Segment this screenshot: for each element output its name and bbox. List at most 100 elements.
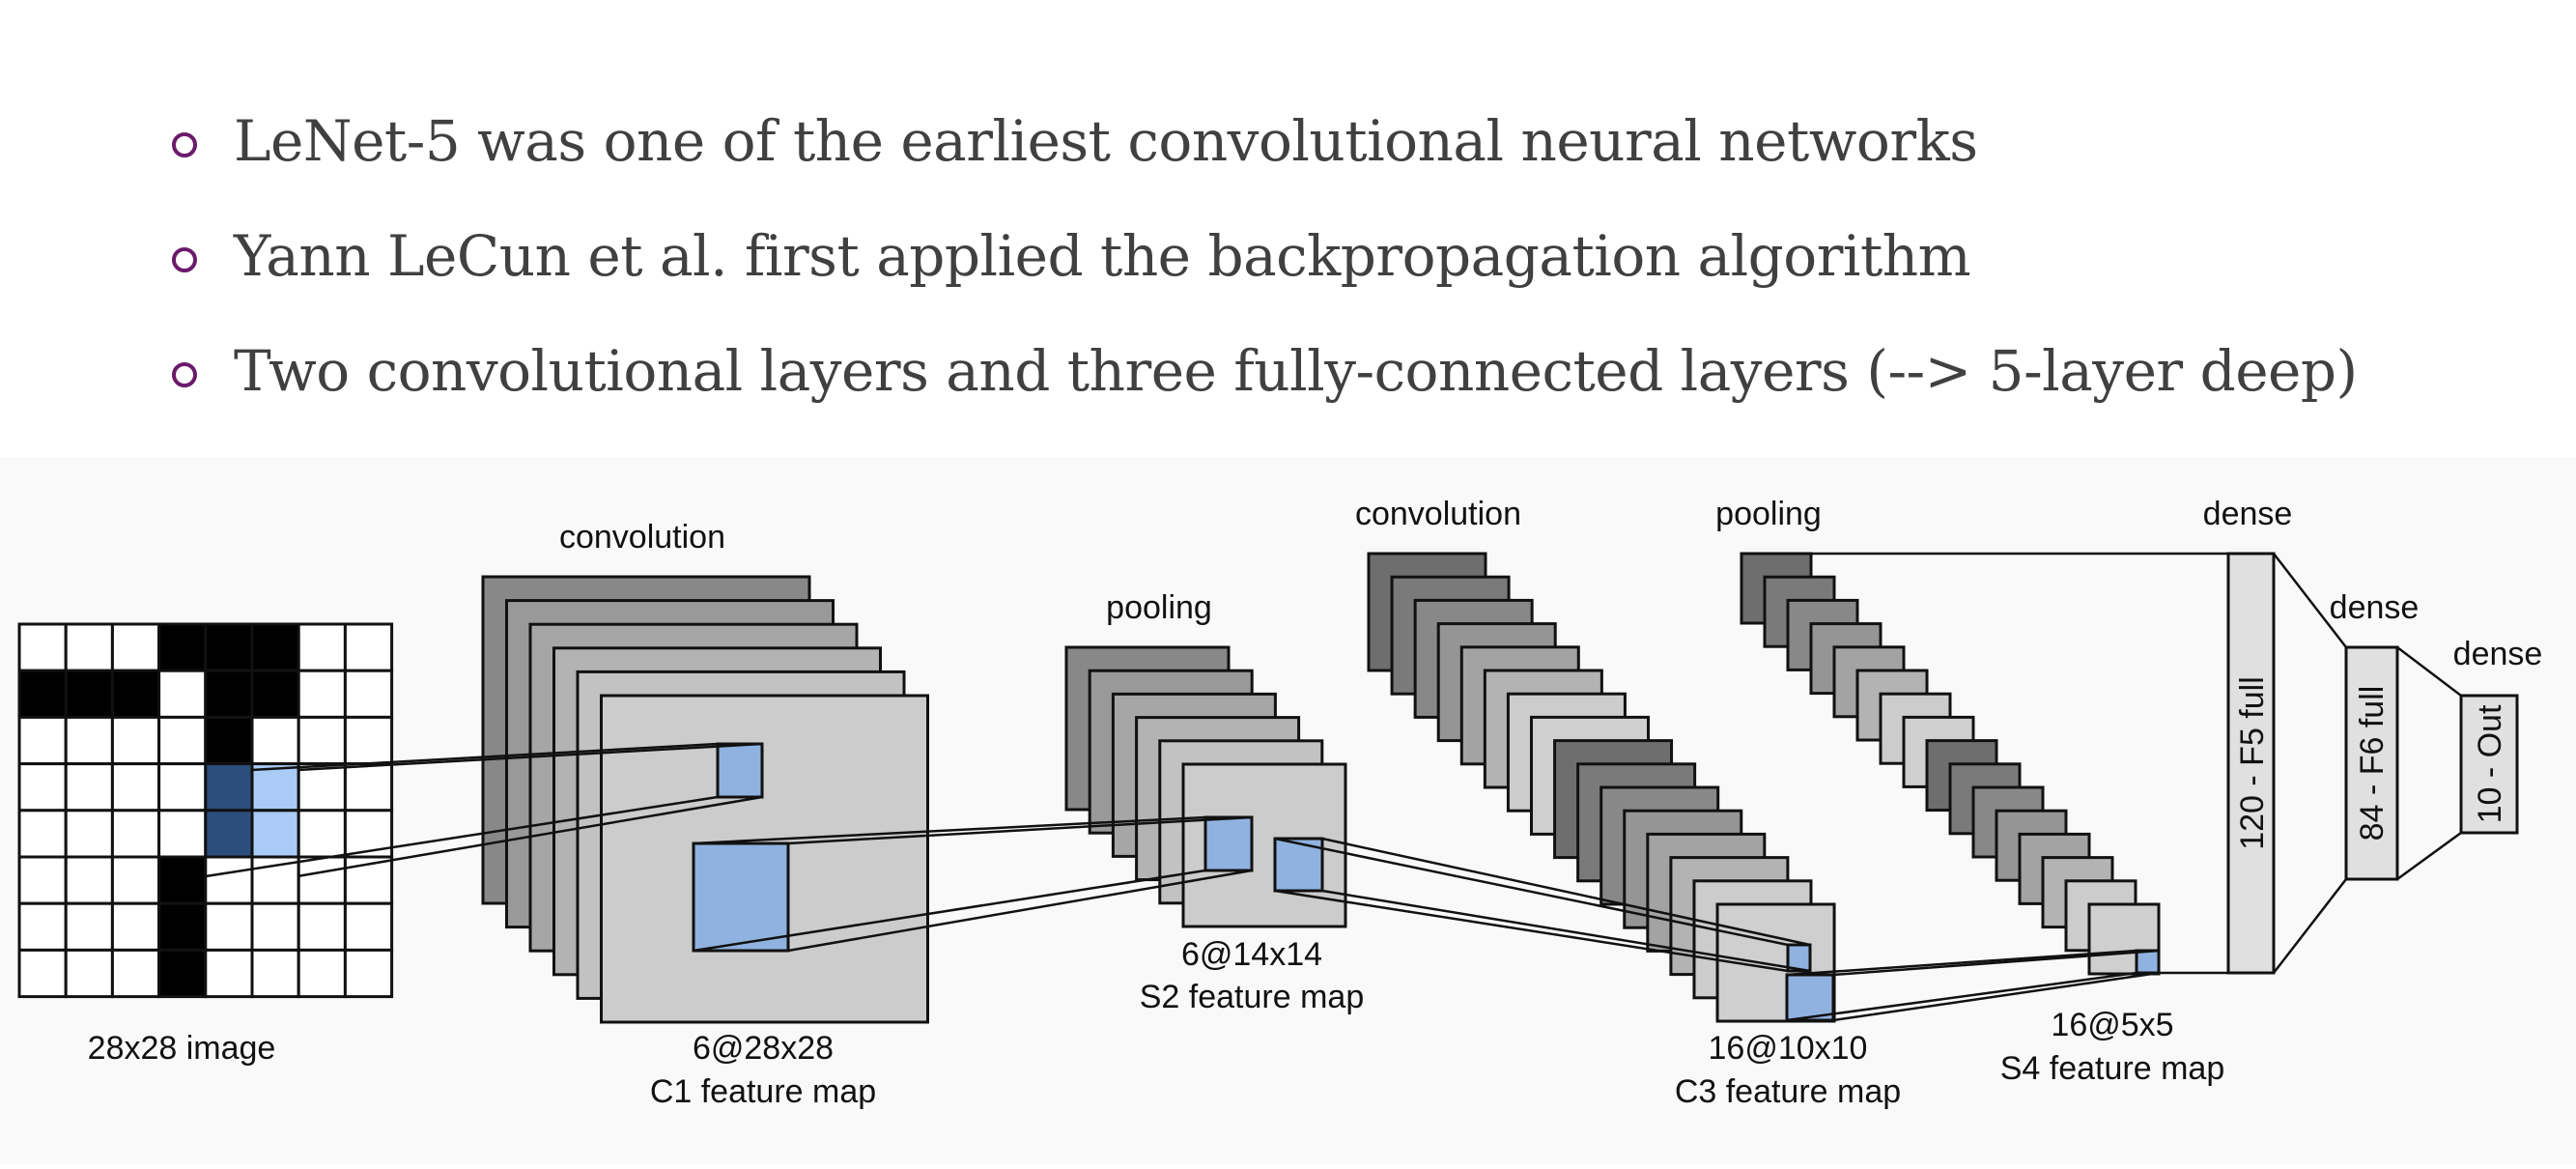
- f5-dense-layer: [2226, 552, 2276, 975]
- dense-layers: [2226, 552, 2519, 975]
- c3-op-label: convolution: [1355, 496, 1521, 532]
- grid-cell: [343, 948, 394, 999]
- grid-cell: [17, 948, 68, 999]
- s2-op-label: pooling: [1106, 589, 1212, 626]
- s2-size-label: 6@14x14: [1181, 936, 1322, 973]
- f6-label: 84 - F6 full: [2354, 686, 2391, 841]
- f6-op-label: dense: [2330, 589, 2420, 626]
- grid-cell: [157, 855, 208, 905]
- grid-cell: [157, 948, 208, 999]
- grid-cell: [250, 948, 300, 999]
- bullet-text: LeNet-5 was one of the earliest convolut…: [234, 108, 1978, 174]
- grid-cell: [64, 715, 114, 766]
- grid-cell: [17, 855, 68, 905]
- grid-cell: [297, 622, 347, 672]
- grid-cell: [204, 622, 254, 672]
- grid-cell: [297, 762, 347, 813]
- s2-kernel-window-highlight: [1273, 837, 1324, 893]
- connection-line: [2396, 831, 2462, 881]
- grid-cell: [250, 809, 300, 859]
- grid-cell: [250, 622, 300, 672]
- connection-line: [297, 742, 763, 772]
- grid-cell: [157, 809, 208, 859]
- c3-kernel-output-highlight: [1786, 943, 1812, 973]
- grid-cell: [64, 622, 114, 672]
- grid-cell: [64, 809, 114, 859]
- connection-line: [1786, 949, 2137, 977]
- grid-cell: [110, 669, 161, 719]
- c3-feature-maps: [1367, 552, 1836, 1023]
- f5-label: 120 - F5 full: [2234, 676, 2271, 850]
- grid-cell: [17, 762, 68, 813]
- grid-cell: [204, 715, 254, 766]
- lenet-architecture-svg: 28x28 image convolution 6@28x28 C1 featu…: [17, 496, 2543, 1110]
- s4-size-label: 16@5x5: [2051, 1007, 2173, 1043]
- grid-cell: [297, 669, 347, 719]
- bullet-list: LeNet-5 was one of the earliest convolut…: [0, 0, 2576, 457]
- lenet-diagram: 28x28 image convolution 6@28x28 C1 featu…: [0, 457, 2576, 1164]
- grid-cell: [64, 669, 114, 719]
- grid-cell: [204, 901, 254, 952]
- grid-cell: [110, 715, 161, 766]
- grid-cell: [110, 948, 161, 999]
- grid-cell: [250, 762, 300, 813]
- grid-cell: [157, 622, 208, 672]
- out-dense-layer: [2459, 694, 2519, 835]
- grid-cell: [157, 715, 208, 766]
- grid-cell: [110, 809, 161, 859]
- connection-line: [205, 795, 719, 878]
- s4-feature-maps: [1740, 552, 2161, 976]
- grid-cell: [343, 622, 394, 672]
- grid-cell: [17, 669, 68, 719]
- grid-cell: [204, 762, 254, 813]
- c1-op-label: convolution: [559, 519, 725, 556]
- connection-line: [1786, 971, 2137, 1022]
- grid-cell: [297, 948, 347, 999]
- connection-line: [693, 869, 1206, 953]
- grid-cell: [110, 762, 161, 813]
- s2-pool-output-highlight: [1203, 815, 1254, 872]
- grid-cell: [17, 809, 68, 859]
- grid-cell: [157, 762, 208, 813]
- out-label: 10 - Out: [2472, 704, 2508, 823]
- s2-name-label: S2 feature map: [1140, 979, 1364, 1015]
- connection-lines: [205, 552, 2462, 1022]
- grid-cell: [64, 948, 114, 999]
- c3-name-label: C3 feature map: [1675, 1073, 1901, 1110]
- bullet-item: LeNet-5 was one of the earliest convolut…: [172, 102, 1978, 180]
- connection-line: [1274, 889, 1789, 973]
- s4-pool-output-highlight: [2135, 949, 2161, 975]
- hollow-circle-bullet-icon: [172, 132, 197, 157]
- c1-name-label: C1 feature map: [650, 1073, 876, 1110]
- s2-feature-maps: [1064, 645, 1347, 928]
- connection-line: [1321, 837, 1811, 947]
- grid-cell: [343, 762, 394, 813]
- bullet-text: Two convolutional layers and three fully…: [234, 338, 2358, 404]
- c1-size-label: 6@28x28: [693, 1030, 834, 1067]
- connection-line: [787, 869, 1253, 953]
- grid-cell: [250, 901, 300, 952]
- connection-line: [297, 795, 763, 878]
- grid-cell: [64, 855, 114, 905]
- c1-pool-window-highlight: [692, 841, 790, 953]
- bullet-text: Yann LeCun et al. first applied the back…: [234, 223, 1971, 289]
- grid-cell: [157, 669, 208, 719]
- f5-op-label: dense: [2203, 496, 2293, 532]
- connection-line: [1274, 837, 1789, 947]
- out-op-label: dense: [2453, 636, 2543, 672]
- grid-cell: [204, 809, 254, 859]
- grid-cell: [343, 669, 394, 719]
- grid-cell: [17, 622, 68, 672]
- connection-line: [1321, 889, 1811, 973]
- connection-line: [250, 742, 719, 772]
- grid-cell: [17, 715, 68, 766]
- input-image-grid: [17, 622, 394, 999]
- connection-line: [693, 815, 1206, 845]
- connection-line: [1832, 971, 2160, 1022]
- grid-cell: [110, 855, 161, 905]
- grid-cell: [250, 715, 300, 766]
- connection-line: [1832, 949, 2160, 977]
- c1-kernel-output-highlight: [716, 742, 764, 799]
- grid-cell: [297, 901, 347, 952]
- connection-line: [2273, 553, 2347, 648]
